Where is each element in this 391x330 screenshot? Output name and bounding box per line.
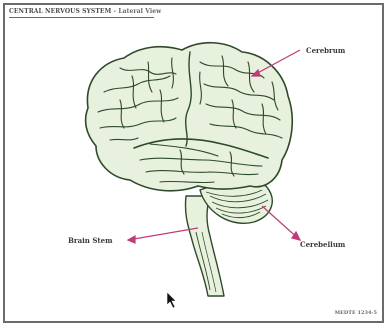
pointer-brain-stem <box>128 228 198 243</box>
label-cerebellum: Cerebellum <box>300 240 345 249</box>
cerebrum-shape <box>86 43 293 191</box>
mouse-cursor-icon <box>167 292 176 308</box>
label-brain-stem: Brain Stem <box>68 236 112 245</box>
figure-code: MEDTE 1234-5 <box>335 310 377 316</box>
pointer-cerebellum <box>262 206 300 240</box>
label-cerebrum: Cerebrum <box>306 46 345 55</box>
